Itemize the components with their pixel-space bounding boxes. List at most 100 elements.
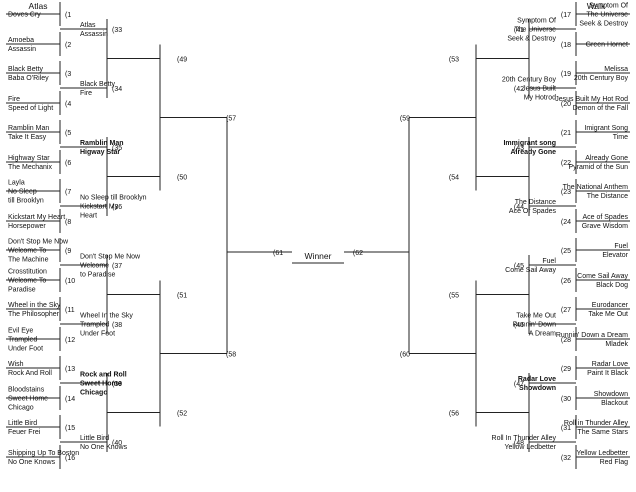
left-r1-seed: (2 [65,42,71,49]
left-r2-text: Rock and Roll [80,371,127,378]
left-r2-text: Don't Stop Me Now [80,253,141,260]
right-r2-text: A Dream [529,331,556,338]
left-r2-text: Atlas [80,22,96,29]
left-r1-seed: (1 [65,12,71,19]
right-r1-seed: (32 [561,455,571,462]
right-r1-text: Seek & Destroy [579,21,628,28]
left-r1-text: till Brooklyn [8,198,44,205]
left-r2-text: Under Foot [80,331,115,338]
right-r2-text: Fuel [542,258,556,265]
left-r1-text: Crosstitution [8,268,47,275]
left-r1-text: Black Betty [8,66,44,73]
right-r1-text: Runnin' Down a Dream [556,332,628,339]
right-r1-seed: (21 [561,130,571,137]
right-r5-seed: (62 [353,250,363,257]
left-r1-text: Baba O'Riley [8,75,49,82]
right-r1-seed: (24 [561,219,571,226]
left-r1-seed: (10 [65,278,75,285]
left-r1-seed: (16 [65,455,75,462]
left-r2-text: No Sleep till Brooklyn [80,194,147,201]
right-r1-text: Mladek [605,341,628,348]
right-r1-text: Imigrant Song [584,125,628,132]
left-r4-seed: (58 [226,352,236,359]
left-r2-text: Sweet Home [80,381,122,388]
right-r1-text: Roll in Thunder Alley [564,420,629,427]
left-r3-seed: (52 [177,411,187,418]
right-r1-text: Green Hornet [586,42,628,49]
left-header: Atlas [29,1,48,11]
left-r3-seed: (49 [177,57,187,64]
left-r1-text: No Sleep [8,189,37,196]
left-r1-seed: (8 [65,219,71,226]
left-r1-seed: (15 [65,425,75,432]
right-r4-seed: (59 [400,116,410,123]
left-r1-text: The Philosopher [8,311,60,318]
right-r3-seed: (55 [449,293,459,300]
right-r2-text: My Hotrod [524,95,556,102]
right-r1-text: Come Sail Away [577,273,628,280]
right-r1-text: Yellow Ledbetter [576,450,628,457]
left-r1-seed: (13 [65,366,75,373]
left-r2-seed: (33 [112,27,122,34]
left-r2-text: to Paradise [80,272,116,279]
right-r2-text: The Distance [515,199,556,206]
right-r2-text: Runnin' Down [513,322,556,329]
right-r4-seed: (60 [400,352,410,359]
left-r2-seed: (36 [112,204,122,211]
right-r1-text: Red Flag [600,459,629,466]
left-r1-seed: (3 [65,71,71,78]
left-r1-text: Bloodstains [8,386,45,393]
right-r2-seed: (47 [514,381,524,388]
left-r1-text: No One Knows [8,459,56,466]
right-r2-text: Seek & Destroy [507,36,556,43]
right-r1-text: Radar Love [592,361,628,368]
right-r1-text: The Distance [587,193,628,200]
right-r1-seed: (25 [561,248,571,255]
left-r1-seed: (7 [65,189,71,196]
right-r2-seed: (43 [514,145,524,152]
right-r1-text: Already Gone [585,155,628,162]
left-r4-seed: (57 [226,116,236,123]
right-r1-text: Showdown [594,391,628,398]
right-r1-text: Jesus Built My Hot Rod [555,96,628,103]
right-r1-seed: (19 [561,71,571,78]
right-r2-text: Jesus Built [522,86,556,93]
left-r2-seed: (39 [112,381,122,388]
left-r1-text: Ramblin Man [8,125,49,132]
right-r1-text: Elevator [602,252,628,259]
left-r1-seed: (11 [65,307,75,314]
left-r2-text: Trampled [80,322,109,329]
left-r1-text: Rock And Roll [8,370,52,377]
left-r1-text: Chicago [8,405,34,412]
left-r1-text: Under Foot [8,346,43,353]
left-r2-text: Little Bird [80,435,109,442]
left-r1-seed: (5 [65,130,71,137]
left-r2-seed: (40 [112,440,122,447]
right-r1-seed: (17 [561,12,571,19]
left-r1-text: Don't Stop Me Now [8,238,69,245]
right-r2-text: Radar Love [518,376,556,383]
right-r1-text: Demon of the Fall [573,105,629,112]
right-r3-seed: (53 [449,57,459,64]
right-r2-text: Take Me Out [516,312,556,319]
right-r1-seed: (26 [561,278,571,285]
right-r1-text: Eurodancer [592,302,629,309]
left-r1-text: Trampled [8,337,37,344]
left-r1-text: Layla [8,179,25,186]
left-r1-text: Sweet Home [8,396,48,403]
right-r2-text: Yellow Ledbetter [504,444,556,451]
right-r1-text: Take Me Out [588,311,628,318]
right-r1-text: Time [613,134,628,141]
left-r5-seed: (61 [273,250,283,257]
right-r2-text: Ace Of Spades [509,208,557,215]
left-r2-text: Chicago [80,390,108,397]
left-r1-text: Paradise [8,287,36,294]
right-header: Walk [587,1,606,11]
right-r1-text: Symptom Of [589,2,628,9]
left-r2-seed: (37 [112,263,122,270]
left-r3-seed: (51 [177,293,187,300]
left-r1-seed: (4 [65,101,71,108]
left-r1-text: Shipping Up To Boston [8,450,79,457]
left-r1-seed: (14 [65,396,75,403]
left-r1-text: The Machine [8,257,49,264]
